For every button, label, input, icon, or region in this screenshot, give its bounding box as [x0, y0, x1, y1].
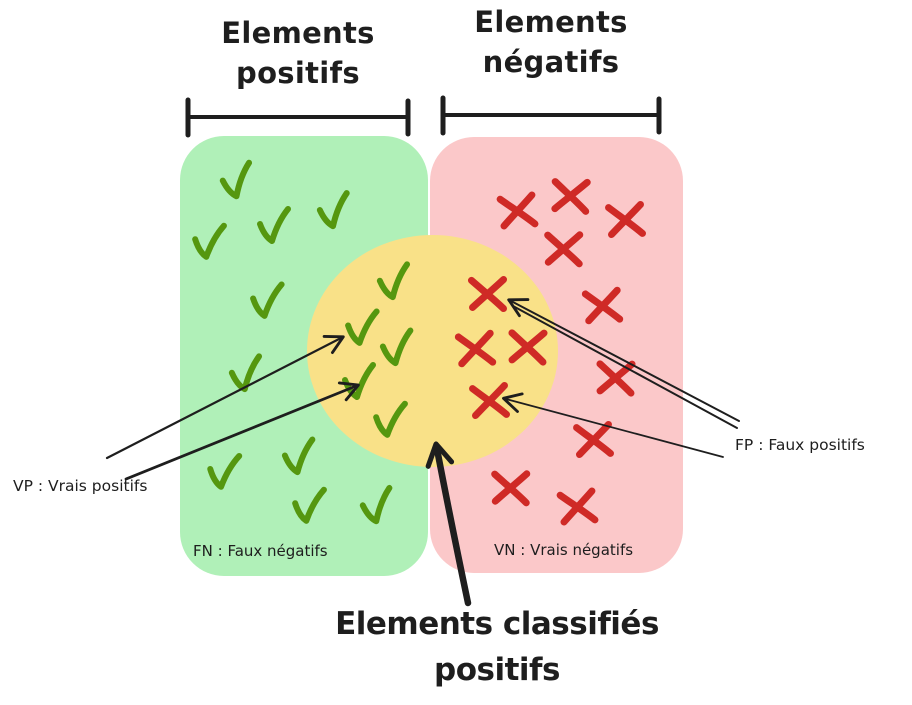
fp-label: FP : Faux positifs: [735, 436, 865, 454]
classified-arrow: [425, 441, 472, 607]
cross-icon: [496, 191, 539, 230]
negative-title-line2: négatifs: [482, 45, 620, 79]
check-icon: [228, 353, 263, 393]
check-icon: [192, 222, 227, 260]
check-icon: [316, 190, 350, 230]
fp-arrow-double: [507, 298, 740, 429]
check-icon: [342, 362, 376, 400]
cross-icon: [605, 200, 646, 239]
check-icon: [219, 159, 253, 200]
check-icon: [373, 400, 408, 438]
fn-label: FN : Faux négatifs: [193, 542, 328, 560]
cross-icon: [469, 381, 510, 420]
classified-positive-circle: [307, 235, 558, 467]
classified-title: Elements classifiés positifs: [297, 601, 697, 693]
vp-arrow-2: [124, 381, 360, 481]
cross-icon: [551, 178, 591, 215]
positive-title-line1: Elements: [221, 16, 375, 50]
cross-icon: [544, 231, 584, 268]
check-icon: [359, 484, 393, 525]
cross-icon: [467, 276, 508, 313]
positive-title-line2: positifs: [236, 56, 360, 90]
check-icon: [257, 206, 291, 244]
check-icon: [281, 436, 316, 476]
cross-icon: [454, 329, 497, 368]
check-icon: [379, 327, 414, 367]
check-icon: [207, 452, 243, 490]
cross-icon: [596, 360, 636, 397]
arrows-layer: [105, 298, 740, 607]
classified-title-line1: Elements classifiés: [335, 606, 659, 642]
negative-bracket: [440, 95, 662, 136]
check-icon: [250, 281, 285, 319]
cross-icon: [508, 329, 548, 366]
vn-label: VN : Vrais négatifs: [494, 541, 634, 559]
positive-bracket: [185, 97, 411, 138]
cross-icon: [581, 286, 624, 325]
classified-title-line2: positifs: [434, 652, 560, 688]
check-icon: [292, 486, 327, 524]
vp-label: VP : Vrais positifs: [13, 477, 148, 495]
cross-icon: [491, 470, 531, 507]
vp-arrow-1: [105, 334, 345, 460]
negative-title-line1: Elements: [474, 5, 628, 39]
positive-title: Elements positifs: [168, 13, 428, 93]
cross-icon: [573, 420, 614, 459]
negative-title: Elements négatifs: [421, 2, 681, 82]
marks-layer: [192, 159, 646, 526]
fp-arrow-2: [502, 392, 724, 458]
check-icon: [345, 308, 380, 346]
cross-icon: [556, 487, 599, 526]
check-icon: [376, 261, 411, 301]
